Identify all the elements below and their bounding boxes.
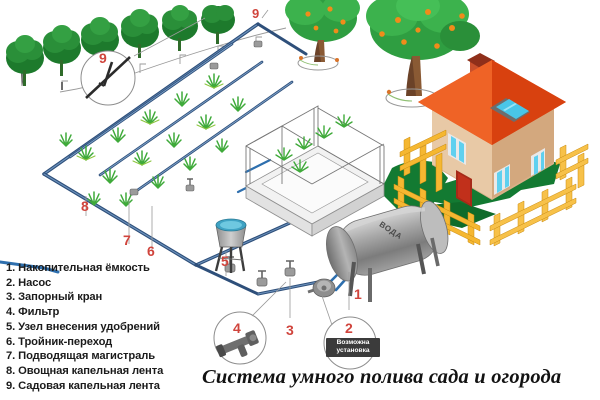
orchard-row-left [6, 5, 287, 93]
pump-bubble-line1: Возможна [336, 339, 370, 346]
callout-number-7: 7 [123, 232, 131, 248]
callout-number-5: 5 [221, 253, 229, 269]
legend-item-7: 7. Подводящая магистраль [6, 350, 155, 363]
callout-number-2: 2 [345, 320, 353, 336]
apple-tree-left [285, 0, 360, 71]
diagram-title: Система умного полива сада и огорода [202, 366, 562, 388]
pump-bubble-label: Возможна установка [326, 338, 380, 357]
pump-bubble-line2: установка [336, 347, 370, 355]
legend-item-9: 9. Садовая капельная лента [6, 379, 160, 392]
legend-item-1: 1. Накопительная ёмкость [6, 262, 150, 274]
legend-item-2: 2. Насос [6, 276, 52, 289]
callout-number-4: 4 [233, 320, 241, 336]
legend-item-6: 6. Тройник-переход [6, 335, 113, 348]
leader-lines [85, 9, 350, 318]
callout-number-8: 8 [81, 198, 89, 214]
apple-tree-right [366, 0, 480, 108]
legend: 1. Накопительная ёмкость 2. Насос 3. Зап… [6, 261, 221, 393]
vegetable-beds [59, 73, 246, 207]
callout-number-6: 6 [147, 243, 155, 259]
callout-number-9-top: 9 [252, 6, 260, 21]
callout-number-1: 1 [354, 286, 362, 302]
fertilizer-unit [214, 218, 247, 273]
legend-item-3: 3. Запорный кран [6, 291, 103, 304]
callout-number-3: 3 [286, 322, 294, 338]
legend-item-5: 5. Узел внесения удобрений [6, 320, 160, 333]
pump [307, 278, 336, 298]
legend-item-8: 8. Овощная капельная лента [6, 364, 164, 377]
valves [129, 40, 296, 287]
water-tank [326, 200, 449, 302]
legend-item-4: 4. Фильтр [6, 306, 60, 319]
greenhouse [245, 105, 385, 237]
callout-number-9-circle: 9 [99, 50, 107, 66]
house-group [380, 53, 589, 247]
fruit-trees [285, 0, 480, 108]
